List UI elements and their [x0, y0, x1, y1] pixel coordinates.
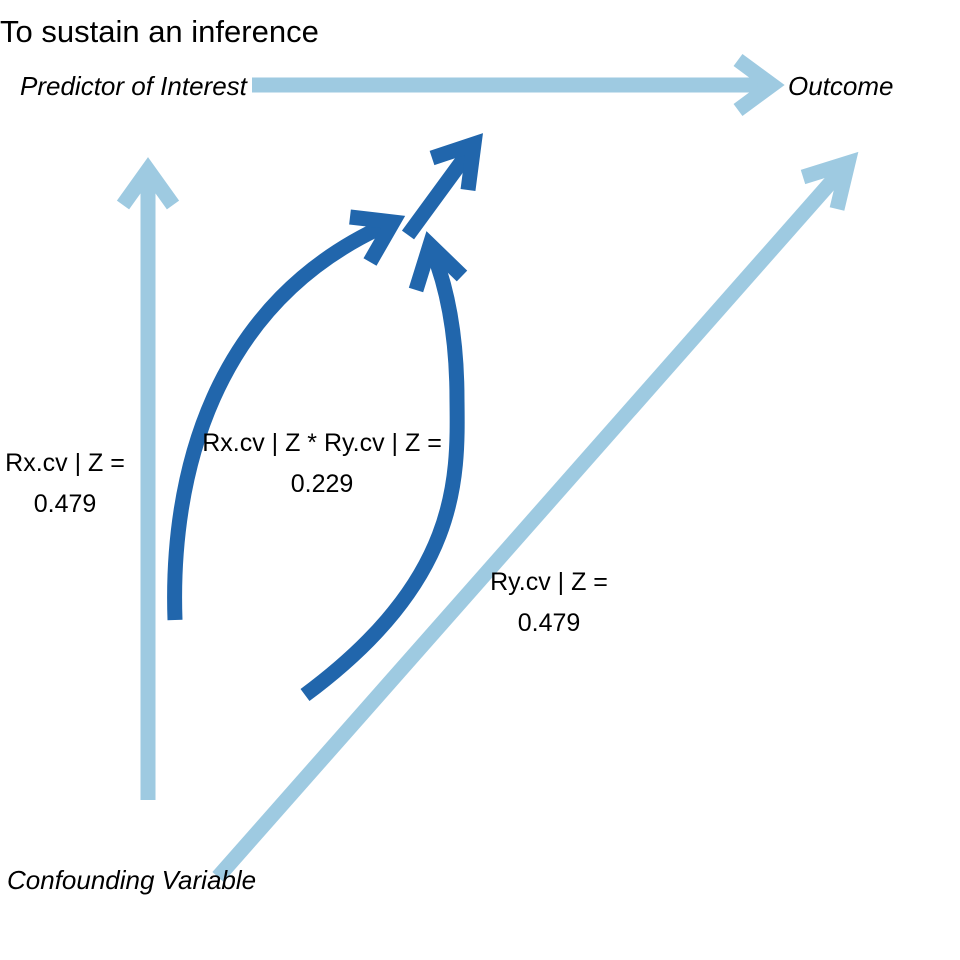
arrow-confounder-to-outcome — [212, 151, 859, 882]
arrow-confounder-to-predictor — [116, 157, 180, 800]
arrow-combined-effect — [401, 133, 483, 240]
label-product-line1: Rx.cv | Z * Ry.cv | Z = — [202, 429, 442, 457]
node-confounding-variable: Confounding Variable — [7, 865, 256, 895]
label-rx-value: 0.479 — [34, 490, 97, 518]
diagram-title: To sustain an inference — [0, 14, 319, 49]
node-predictor-of-interest: Predictor of Interest — [20, 71, 249, 101]
arrow-predictor-to-outcome — [252, 53, 785, 117]
curve-ry-to-product — [300, 231, 468, 702]
label-ry-value: 0.479 — [518, 609, 581, 637]
curve-rx-to-product — [167, 209, 406, 621]
label-rx-line1: Rx.cv | Z = — [5, 449, 125, 477]
label-product-value: 0.229 — [291, 470, 354, 498]
node-outcome: Outcome — [788, 71, 894, 101]
label-ry-line1: Ry.cv | Z = — [490, 568, 608, 596]
